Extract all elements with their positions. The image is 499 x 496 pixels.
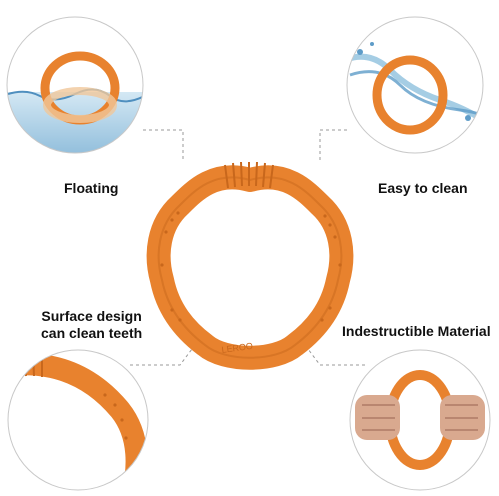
- surface-line-1: Surface design: [41, 308, 142, 324]
- brand-logo-text: LEROO: [221, 341, 254, 355]
- surface-design-circle: [7, 349, 149, 491]
- indestructible-circle: [349, 349, 491, 491]
- feature-label-floating: Floating: [64, 180, 119, 196]
- main-ring-toy: LEROO: [146, 161, 354, 370]
- connector-lines: [130, 129, 365, 366]
- left-fist-icon: [355, 395, 400, 440]
- floating-circle: [6, 16, 144, 154]
- grip-ridges: [224, 161, 274, 189]
- surface-line-2: can clean teeth: [41, 325, 143, 341]
- feature-label-surface-design: Surface design can clean teeth: [41, 308, 142, 342]
- right-fist-icon: [440, 395, 485, 440]
- easy-to-clean-circle: [346, 16, 484, 154]
- clean-ring-toy: [372, 55, 448, 135]
- feature-label-easy-to-clean: Easy to clean: [378, 180, 468, 196]
- surface-dots: [160, 211, 342, 322]
- feature-label-indestructible: Indestructible Material: [342, 323, 491, 339]
